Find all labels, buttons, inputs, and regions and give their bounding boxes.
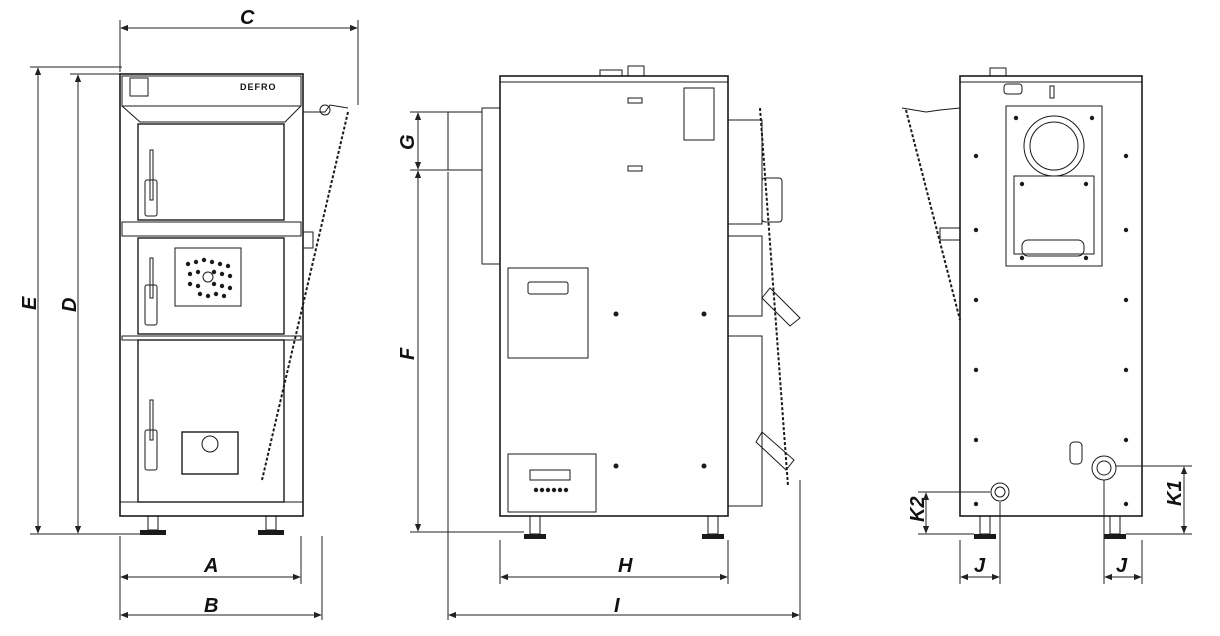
front-side-bracket — [302, 231, 314, 249]
front-foot-pad-right — [258, 530, 284, 535]
rear-body-outline — [959, 75, 1143, 517]
rear-top-handle — [1003, 83, 1023, 95]
flue-collar — [481, 107, 501, 265]
side-fan-slot — [529, 469, 571, 481]
front-middle-band — [121, 221, 302, 237]
dimension-b-label: B — [204, 595, 218, 617]
upper-door-handle — [144, 179, 158, 217]
side-lower-door-profile — [727, 335, 763, 507]
rear-cleanout-slot — [1021, 239, 1085, 257]
dimension-a-label: A — [203, 555, 218, 577]
dimension-k2-label: K2 — [907, 496, 929, 522]
side-foot-left — [529, 515, 541, 535]
lower-door-handle — [144, 429, 158, 471]
draft-chain — [261, 111, 349, 481]
dimension-j-right-label: J — [1116, 555, 1128, 577]
side-pin-upper — [627, 97, 643, 104]
middle-door-handle — [144, 284, 158, 326]
flue-outlet — [447, 111, 483, 171]
side-nameplate — [683, 87, 715, 141]
brand-logo: DEFRO — [240, 82, 277, 92]
side-foot-right — [707, 515, 719, 535]
side-pin-lower — [627, 165, 643, 172]
side-access-handle — [527, 281, 569, 295]
side-body-outline — [499, 75, 729, 517]
dimension-e-label: E — [19, 296, 41, 310]
lower-door-handle-rod — [149, 399, 154, 441]
draft-regulator-wheel — [201, 435, 219, 453]
upper-door — [137, 123, 285, 221]
side-fan-vents — [533, 487, 569, 493]
front-view: DEFRO — [119, 73, 349, 535]
rear-cleanout-plate — [1013, 175, 1095, 255]
side-upper-handle — [761, 177, 783, 223]
dimension-h-label: H — [618, 555, 633, 577]
rear-foot-right — [1109, 515, 1121, 535]
side-access-panel — [507, 267, 589, 359]
dimension-c-label: C — [240, 7, 255, 29]
side-view — [447, 65, 801, 539]
side-middle-handle — [761, 287, 801, 327]
rear-draft-chain — [905, 109, 961, 321]
side-dimensions: G F H I — [397, 111, 801, 620]
side-foot-pad-left — [524, 534, 546, 539]
dimension-d-label: D — [59, 298, 81, 312]
rear-rivets — [973, 153, 1129, 507]
air-regulator-grid — [185, 257, 233, 299]
side-upper-door-profile — [727, 119, 763, 225]
dimension-i-label: I — [614, 595, 620, 617]
upper-door-handle-rod — [149, 149, 154, 201]
dimension-k1-label: K1 — [1164, 480, 1186, 506]
front-foot-left — [147, 515, 159, 531]
rear-foot-left — [979, 515, 991, 535]
middle-door-handle-rod — [149, 257, 154, 299]
rear-foot-pad-right — [1104, 534, 1126, 539]
top-chamfer — [121, 105, 302, 123]
rear-view — [901, 67, 1143, 539]
side-foot-pad-right — [702, 534, 724, 539]
rear-top-pin — [1049, 85, 1055, 99]
rear-dimensions: K2 K1 J J — [907, 465, 1192, 584]
front-foot-pad-left — [140, 530, 166, 535]
side-fan-housing — [507, 453, 597, 513]
dimension-j-left-label: J — [974, 555, 986, 577]
front-body-outline — [119, 73, 304, 517]
rear-sensor-port — [1069, 441, 1083, 465]
rear-flue-inner — [1029, 121, 1079, 171]
rear-top-fitting — [989, 67, 1007, 77]
side-top-fitting — [627, 65, 645, 77]
control-panel-square — [129, 77, 149, 97]
rear-flue-plate — [1005, 105, 1103, 267]
rear-side-bracket — [939, 227, 961, 241]
lower-door — [137, 339, 285, 503]
front-dimensions: C E D A B — [19, 7, 359, 620]
ash-draft-flap — [181, 431, 239, 475]
front-chain-arm — [303, 104, 349, 113]
side-middle-door-profile — [727, 235, 763, 317]
chain-regulator — [319, 104, 331, 116]
side-top-cap — [599, 69, 623, 77]
rear-chain-arm — [901, 107, 961, 113]
front-top-panel — [121, 75, 302, 107]
front-foot-right — [265, 515, 277, 531]
middle-door — [137, 237, 285, 335]
rear-flue-opening — [1023, 115, 1085, 177]
dimension-g-label: G — [397, 134, 419, 150]
air-regulator-plate — [174, 247, 242, 307]
rear-outlet-pipe — [1091, 455, 1117, 481]
side-draft-chain — [759, 107, 789, 487]
dimension-f-label: F — [397, 347, 419, 360]
rear-foot-pad-left — [974, 534, 996, 539]
rear-return-pipe — [990, 482, 1010, 502]
